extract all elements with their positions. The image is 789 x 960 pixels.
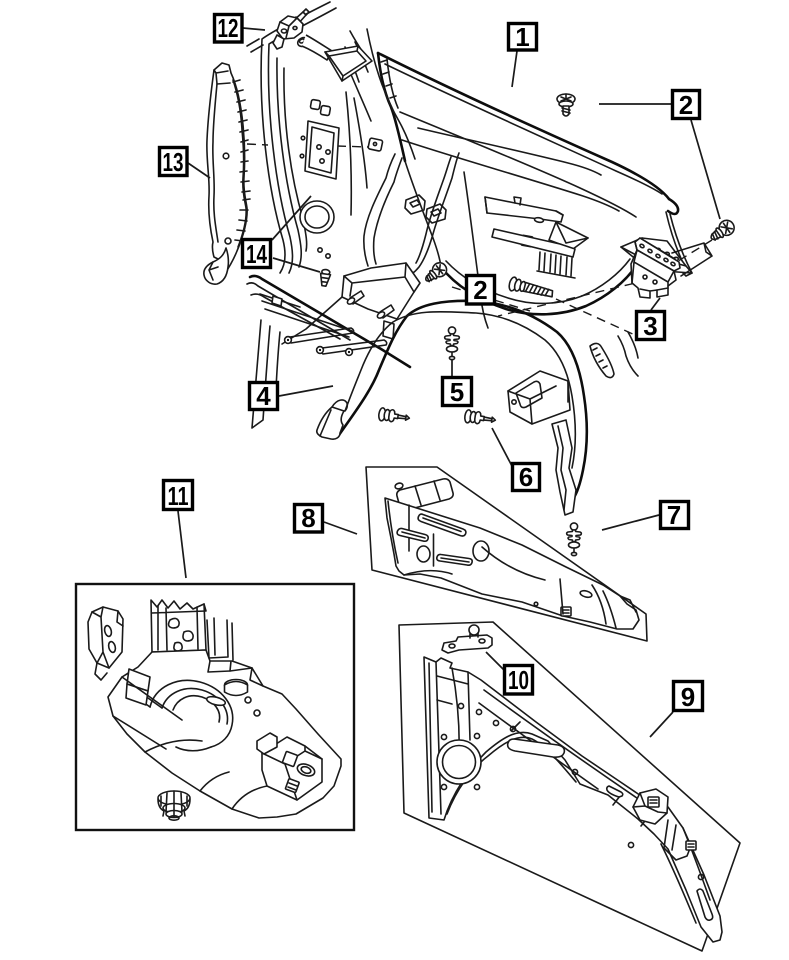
svg-text:12: 12 — [218, 13, 239, 43]
svg-text:1: 1 — [515, 22, 529, 52]
svg-text:11: 11 — [168, 481, 189, 511]
svg-text:14: 14 — [246, 239, 267, 269]
svg-text:13: 13 — [163, 147, 184, 177]
svg-text:10: 10 — [508, 665, 529, 695]
svg-text:9: 9 — [681, 682, 695, 712]
svg-text:5: 5 — [450, 377, 464, 407]
svg-text:4: 4 — [256, 381, 271, 411]
svg-text:2: 2 — [473, 275, 487, 305]
svg-text:8: 8 — [301, 503, 315, 533]
svg-text:7: 7 — [667, 500, 681, 530]
svg-text:6: 6 — [519, 462, 533, 492]
svg-text:2: 2 — [679, 90, 693, 120]
svg-text:3: 3 — [643, 311, 657, 341]
